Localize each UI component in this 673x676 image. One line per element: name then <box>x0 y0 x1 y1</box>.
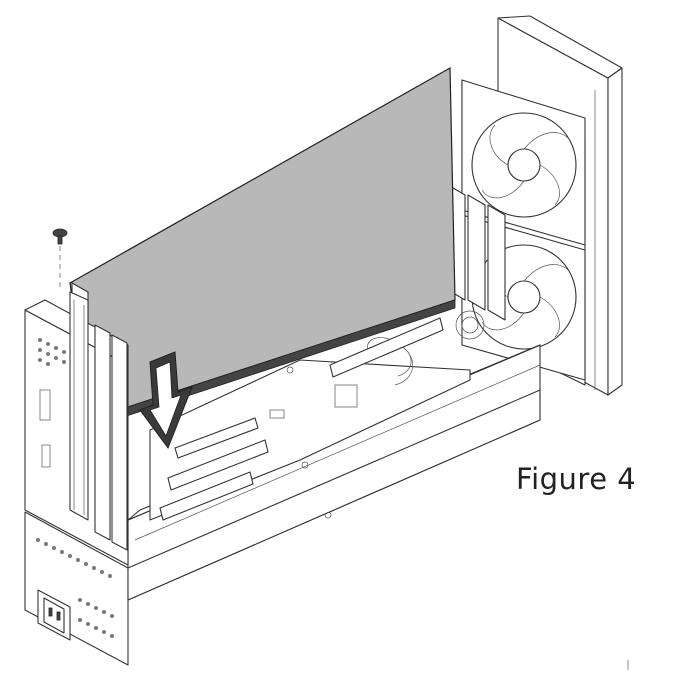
gpu-bracket <box>69 291 89 521</box>
psu-vent-grid <box>36 538 114 638</box>
figure-caption: Figure 4 <box>516 462 637 496</box>
card-guides <box>447 184 506 321</box>
power-supply <box>24 389 541 666</box>
rear-io-panel <box>24 291 129 566</box>
vent-holes <box>38 338 66 366</box>
power-inlet-icon <box>37 589 71 641</box>
pcie-slots <box>159 317 444 521</box>
insert-arrow-icon <box>139 351 193 450</box>
screw-icon <box>52 228 68 290</box>
slot-covers <box>94 324 128 551</box>
